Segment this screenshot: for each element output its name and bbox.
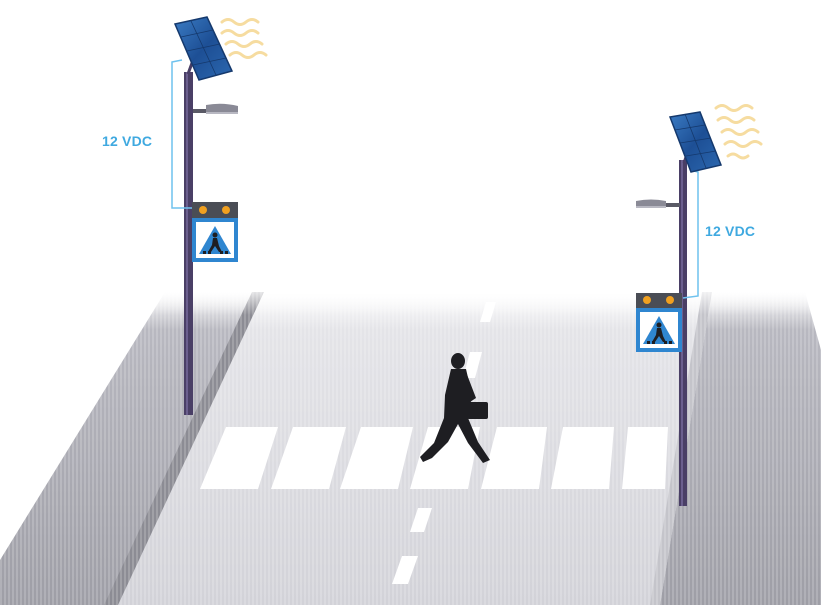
- street-lamp-icon: [193, 104, 238, 114]
- solar-panel-icon: [670, 112, 721, 172]
- right-voltage-label: 12 VDC: [705, 223, 755, 239]
- left-voltage-label: 12 VDC: [102, 133, 152, 149]
- pedestrian-crossing-sign-icon: [636, 293, 682, 352]
- solar-panel-icon: [175, 17, 232, 80]
- sun-rays-icon: [222, 20, 266, 58]
- street-lamp-icon: [636, 200, 680, 209]
- pedestrian-crossing-sign-icon: [192, 202, 238, 262]
- crosswalk-stripe: [622, 427, 668, 489]
- road: [0, 285, 821, 605]
- sun-rays-icon: [716, 106, 761, 159]
- left-pole: [184, 72, 193, 415]
